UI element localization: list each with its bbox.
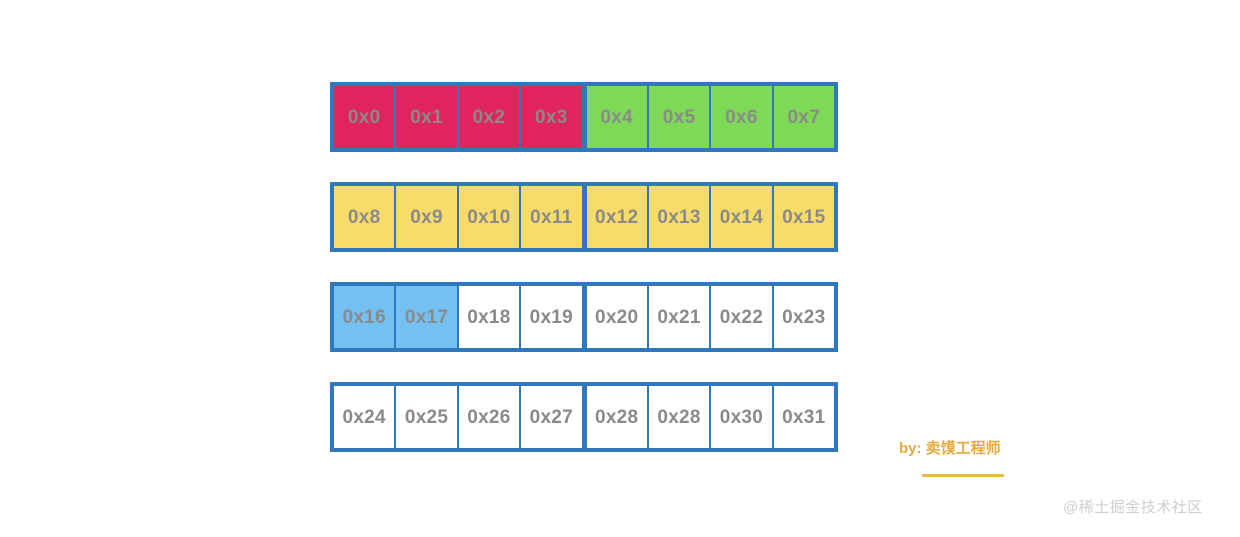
memory-cell: 0x23 <box>773 286 834 348</box>
memory-cell: 0x31 <box>773 386 834 448</box>
memory-cell: 0x30 <box>711 386 772 448</box>
memory-cell: 0x12 <box>586 186 647 248</box>
memory-cell: 0x14 <box>711 186 772 248</box>
site-watermark: @稀土掘金技术社区 <box>1063 499 1203 516</box>
memory-cell: 0x2 <box>458 86 520 148</box>
memory-cell: 0x15 <box>773 186 834 248</box>
memory-cell: 0x28 <box>586 386 647 448</box>
memory-cell: 0x16 <box>334 286 395 348</box>
memory-cell: 0x20 <box>586 286 647 348</box>
memory-cell: 0x9 <box>396 186 457 248</box>
memory-cell: 0x8 <box>334 186 395 248</box>
memory-cell: 0x5 <box>648 86 710 148</box>
credit-byline-text: by: 卖馍工程师 <box>899 440 1001 457</box>
memory-cell: 0x1 <box>396 86 457 148</box>
memory-cell: 0x0 <box>334 86 395 148</box>
memory-cell: 0x3 <box>521 86 582 148</box>
memory-cell: 0x19 <box>521 286 582 348</box>
memory-cell: 0x22 <box>711 286 772 348</box>
memory-cell: 0x28 <box>648 386 710 448</box>
memory-cell: 0x17 <box>396 286 457 348</box>
memory-cell: 0x7 <box>773 86 834 148</box>
credit-underline-rule <box>922 474 1004 477</box>
memory-cell: 0x24 <box>334 386 395 448</box>
memory-cell: 0x11 <box>521 186 582 248</box>
memory-cell: 0x10 <box>458 186 520 248</box>
memory-cell: 0x21 <box>648 286 710 348</box>
memory-cell: 0x6 <box>711 86 772 148</box>
memory-cell: 0x25 <box>396 386 457 448</box>
memory-cell: 0x13 <box>648 186 710 248</box>
memory-cell: 0x27 <box>521 386 582 448</box>
memory-cell: 0x18 <box>458 286 520 348</box>
memory-cell: 0x4 <box>586 86 647 148</box>
memory-cell: 0x26 <box>458 386 520 448</box>
credit-byline: by: 卖馍工程师 <box>899 440 1079 477</box>
